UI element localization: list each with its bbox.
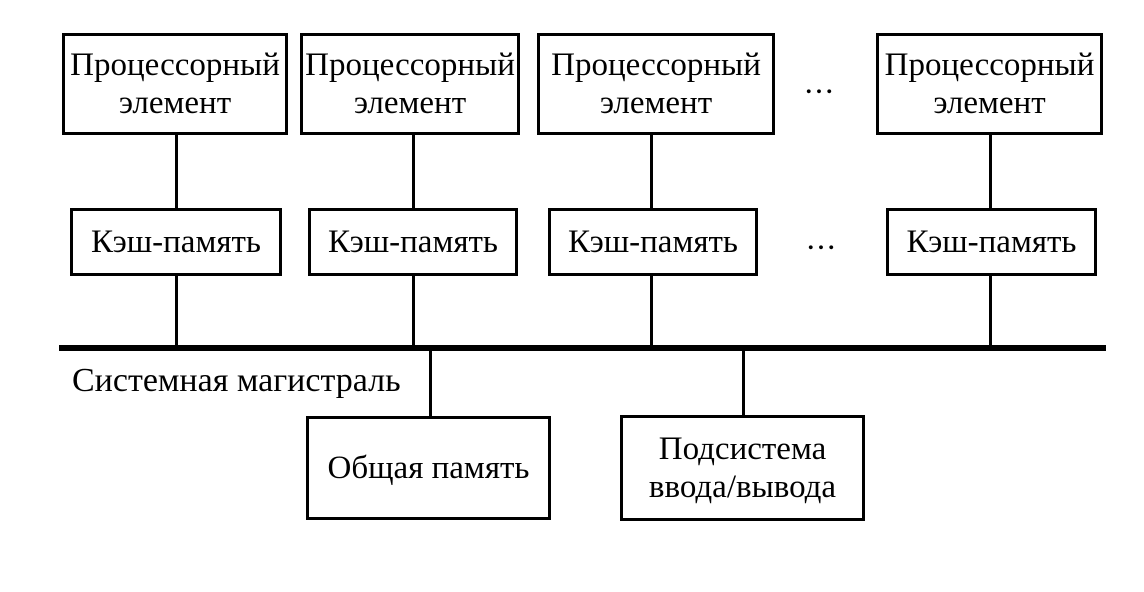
processor-element-label-line2: элемент	[933, 85, 1046, 121]
connector-cache-bus-2	[412, 276, 415, 345]
cache-memory-box-3: Кэш-память	[548, 208, 758, 276]
cache-memory-box-4: Кэш-память	[886, 208, 1097, 276]
processor-element-box-3: Процессорный элемент	[537, 33, 775, 135]
connector-cache-bus-4	[989, 276, 992, 345]
processor-element-label-line2: элемент	[599, 85, 713, 121]
cache-memory-box-1: Кэш-память	[70, 208, 282, 276]
connector-processor-cache-3	[650, 135, 653, 208]
processor-element-label-line2: элемент	[118, 85, 232, 121]
processor-element-box-2: Процессорный элемент	[300, 33, 520, 135]
connector-cache-bus-3	[650, 276, 653, 345]
connector-processor-cache-2	[412, 135, 415, 208]
processor-element-label-line1: Процессорный	[70, 47, 280, 83]
processor-element-box-1: Процессорный элемент	[62, 33, 288, 135]
io-subsystem-label-line2: ввода/вывода	[648, 469, 837, 505]
connector-processor-cache-1	[175, 135, 178, 208]
cache-memory-label: Кэш-память	[906, 224, 1077, 260]
shared-memory-box: Общая память	[306, 416, 551, 520]
cache-memory-label: Кэш-память	[568, 224, 738, 260]
io-subsystem-label-line1: Подсистема	[658, 431, 827, 467]
cache-memory-label: Кэш-память	[91, 224, 261, 260]
connector-bus-io-subsystem	[742, 350, 745, 415]
processors-ellipsis: ...	[804, 65, 836, 101]
connector-bus-shared-memory	[429, 350, 432, 416]
connector-cache-bus-1	[175, 276, 178, 345]
connector-processor-cache-4	[989, 135, 992, 208]
caches-ellipsis: ...	[806, 221, 838, 257]
system-bus-line	[59, 345, 1106, 351]
processor-element-label-line1: Процессорный	[551, 47, 761, 83]
processor-element-box-4: Процессорный элемент	[876, 33, 1103, 135]
io-subsystem-box: Подсистема ввода/вывода	[620, 415, 865, 521]
processor-element-label-line2: элемент	[353, 85, 467, 121]
processor-element-label-line1: Процессорный	[305, 47, 515, 83]
cache-memory-label: Кэш-память	[328, 224, 498, 260]
processor-element-label-line1: Процессорный	[884, 47, 1095, 83]
cache-memory-box-2: Кэш-память	[308, 208, 518, 276]
system-bus-label: Системная магистраль	[72, 362, 401, 399]
shared-memory-label: Общая память	[327, 450, 530, 486]
